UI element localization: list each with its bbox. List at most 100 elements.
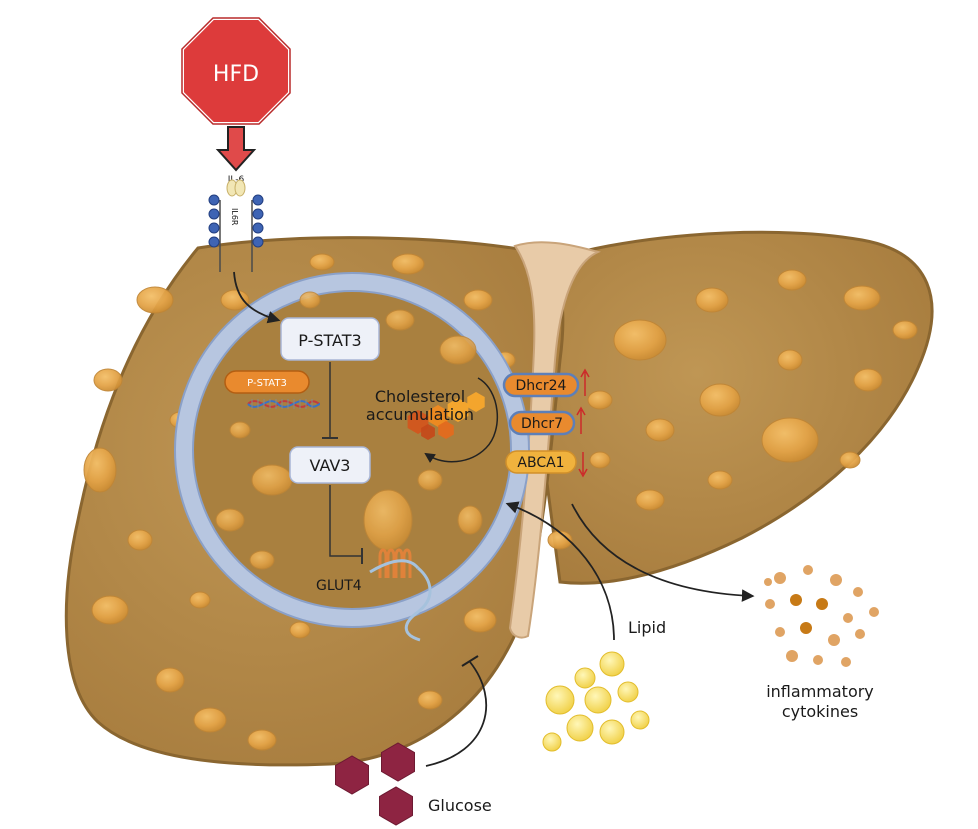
lipid-droplet xyxy=(630,710,650,730)
cholesterol-hexagon xyxy=(438,421,454,439)
inhibit-glucose xyxy=(425,661,487,767)
glucose-hexagon xyxy=(335,755,369,795)
vav3-box-label: VAV3 xyxy=(310,456,351,475)
fat-droplet xyxy=(309,253,335,271)
lipid-label: Lipid xyxy=(628,618,666,637)
glut4-coil xyxy=(394,548,404,578)
hepatocyte-membrane-inner-outline xyxy=(192,290,512,610)
cholesterol-hexagon xyxy=(428,405,448,427)
dhcr24-pill xyxy=(502,372,580,398)
fat-droplet xyxy=(136,286,174,314)
circular-accumulation-arrow xyxy=(424,377,499,464)
receptor-bead xyxy=(252,236,264,248)
lipid-droplet xyxy=(545,685,575,715)
cytokine-dot xyxy=(774,572,786,584)
fat-droplet xyxy=(777,269,807,291)
fat-droplet xyxy=(761,417,819,463)
receptor-bead xyxy=(252,222,264,234)
lipid-droplet xyxy=(599,719,625,745)
lipid-droplet xyxy=(574,667,596,689)
receptor-bead xyxy=(252,194,264,206)
cytokine-dot xyxy=(843,613,853,623)
fat-droplet xyxy=(853,368,883,392)
cell-fat-droplets xyxy=(215,291,483,570)
fat-droplet xyxy=(155,667,185,693)
cytokine-dot xyxy=(803,565,813,575)
pstat3-pill-label: P-STAT3 xyxy=(247,378,287,389)
fat-droplet xyxy=(83,447,117,493)
cytokine-dot xyxy=(790,594,802,606)
cytokine-dot-icon xyxy=(764,565,879,667)
cytokine-dot xyxy=(841,657,851,667)
fat-droplet xyxy=(289,621,311,639)
glucose-hexagon xyxy=(379,786,413,826)
cell-fat-droplet xyxy=(229,421,251,439)
glut4-coil xyxy=(386,548,396,578)
cell-fat-droplet xyxy=(215,508,245,532)
pstat3-box xyxy=(280,317,380,361)
fat-droplet xyxy=(613,319,667,361)
cytokine-dot xyxy=(853,587,863,597)
fat-droplet xyxy=(463,607,497,633)
abca1-down-arrow-icon xyxy=(578,452,588,478)
fat-droplet xyxy=(189,591,211,609)
il6-label: IL-6 xyxy=(228,175,245,185)
receptor-bead xyxy=(252,208,264,220)
il6-receptor-icon xyxy=(208,179,264,272)
receptor-bead xyxy=(208,236,220,248)
receptor-bead xyxy=(208,208,220,220)
pstat3-box-label: P-STAT3 xyxy=(298,331,361,350)
fat-droplet xyxy=(589,451,611,469)
fat-droplet xyxy=(93,368,123,392)
cytokine-dot xyxy=(765,599,775,609)
pstat3-pill xyxy=(224,370,310,394)
fat-droplet xyxy=(193,707,227,733)
glut4-coil xyxy=(402,548,412,578)
cell-fat-droplet xyxy=(299,291,321,309)
glucose-hexagon xyxy=(381,742,415,782)
fat-droplet xyxy=(417,690,443,710)
abca1-label: ABCA1 xyxy=(517,455,564,471)
fat-droplet xyxy=(220,289,250,311)
cytokine-dot xyxy=(764,578,772,586)
fat-droplet xyxy=(391,253,425,275)
cytokine-dot xyxy=(828,634,840,646)
cell-fat-droplet xyxy=(385,309,415,331)
fat-droplet xyxy=(247,729,277,751)
cell-fat-droplet xyxy=(439,335,477,365)
dhcr7-up-arrow-icon xyxy=(576,406,586,434)
cytokine-dot xyxy=(813,655,823,665)
cytokine-dot xyxy=(830,574,842,586)
lipid-droplet xyxy=(599,651,625,677)
inflammatory-label-line2: cytokines xyxy=(782,702,858,721)
lipid-droplet xyxy=(566,714,594,742)
dhcr7-pill xyxy=(508,410,576,436)
cell-fat-droplet xyxy=(251,464,293,496)
cytokine-dot xyxy=(786,650,798,662)
glut4-transporter-icon xyxy=(369,548,432,642)
receptor-bead xyxy=(208,194,220,206)
cholesterol-hexagon xyxy=(467,392,485,412)
cytokine-dot xyxy=(869,607,879,617)
arrow-to-cytokines xyxy=(571,503,755,602)
fat-droplet xyxy=(892,320,918,340)
cholesterol-label-line2: accumulation xyxy=(366,405,474,424)
hfd-label: HFD xyxy=(213,62,259,87)
cholesterol-label-line1: Cholesterol xyxy=(375,387,465,406)
il6r-label: IL6R xyxy=(230,208,239,226)
fat-droplet xyxy=(707,470,733,490)
lipid-droplet-icon xyxy=(542,651,650,752)
cell-fat-droplet xyxy=(457,505,483,535)
fat-droplet xyxy=(127,529,153,551)
dhcr24-label: Dhcr24 xyxy=(516,378,567,394)
fat-droplet xyxy=(463,289,493,311)
cell-fat-droplet xyxy=(249,550,275,570)
red-down-arrow-icon xyxy=(215,126,257,172)
cell-fat-droplet xyxy=(417,469,443,491)
cholesterol-hexagon-icon xyxy=(407,392,485,440)
dhcr24-up-arrow-icon xyxy=(580,368,590,396)
fat-droplet xyxy=(547,530,573,550)
fat-droplet xyxy=(777,349,803,371)
fat-droplet xyxy=(635,489,665,511)
